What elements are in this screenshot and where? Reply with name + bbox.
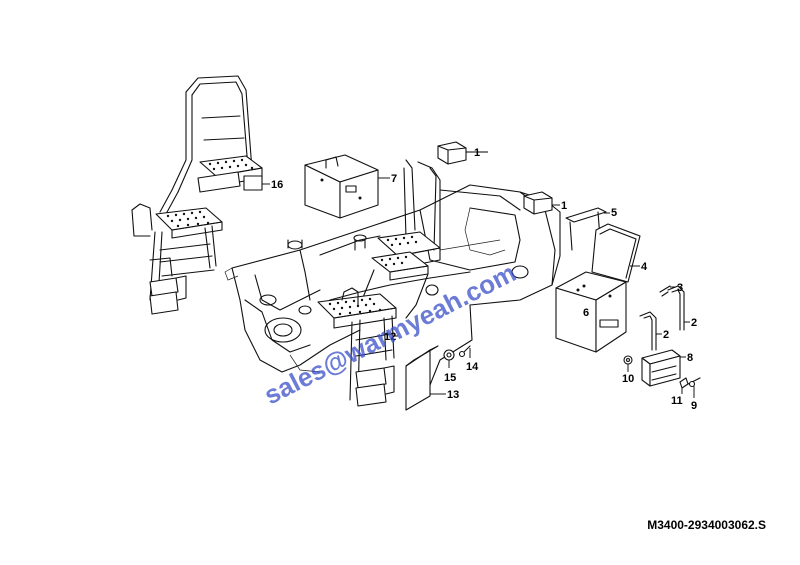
bolt-14	[458, 345, 471, 358]
callout-label: 6	[583, 307, 589, 319]
callout-label: 1	[561, 200, 567, 212]
callout-label: 12	[384, 331, 396, 343]
callout-label: 14	[466, 361, 479, 373]
callout-label: 4	[641, 261, 648, 273]
callout-label: 8	[687, 352, 693, 364]
callout-label: 5	[611, 207, 617, 219]
callout-label: 13	[447, 389, 459, 401]
callout-label: 7	[391, 173, 397, 185]
callout-label: 3	[677, 282, 683, 294]
pin-3	[659, 285, 671, 297]
callout-label: 9	[691, 400, 697, 412]
toolbox-6	[555, 271, 627, 353]
drawing-reference: M3400-2934003062.S	[647, 518, 766, 532]
left-ladder-assembly	[131, 75, 263, 315]
callout-label: 1	[474, 147, 480, 159]
callout-label: 11	[671, 395, 683, 407]
washer-15	[443, 349, 455, 361]
callouts: 1 1 2 2 3 4 5 6 7 8 9 10 11 12 13 14 15	[262, 147, 697, 412]
bolt-10	[623, 355, 633, 365]
callout-label: 10	[622, 373, 634, 385]
step-8	[641, 349, 681, 387]
cover-1-lower	[523, 191, 553, 215]
handrail-2-lower	[639, 311, 657, 351]
toolbox-bracket-5	[565, 207, 607, 251]
toolbox-lid-4	[591, 223, 641, 283]
centre-ladder-assembly	[317, 159, 441, 407]
bolt-9	[687, 377, 701, 388]
callout-label: 2	[691, 317, 697, 329]
callout-label: 16	[271, 179, 283, 191]
callout-label: 15	[444, 372, 456, 384]
cover-1-upper	[437, 141, 467, 165]
bolt-11	[679, 377, 689, 389]
cover-plate-13	[405, 345, 439, 411]
battery-box-7	[304, 154, 379, 219]
handrail-2-upper	[667, 285, 685, 331]
chassis-frame	[224, 184, 561, 401]
callout-label: 2	[663, 329, 669, 341]
